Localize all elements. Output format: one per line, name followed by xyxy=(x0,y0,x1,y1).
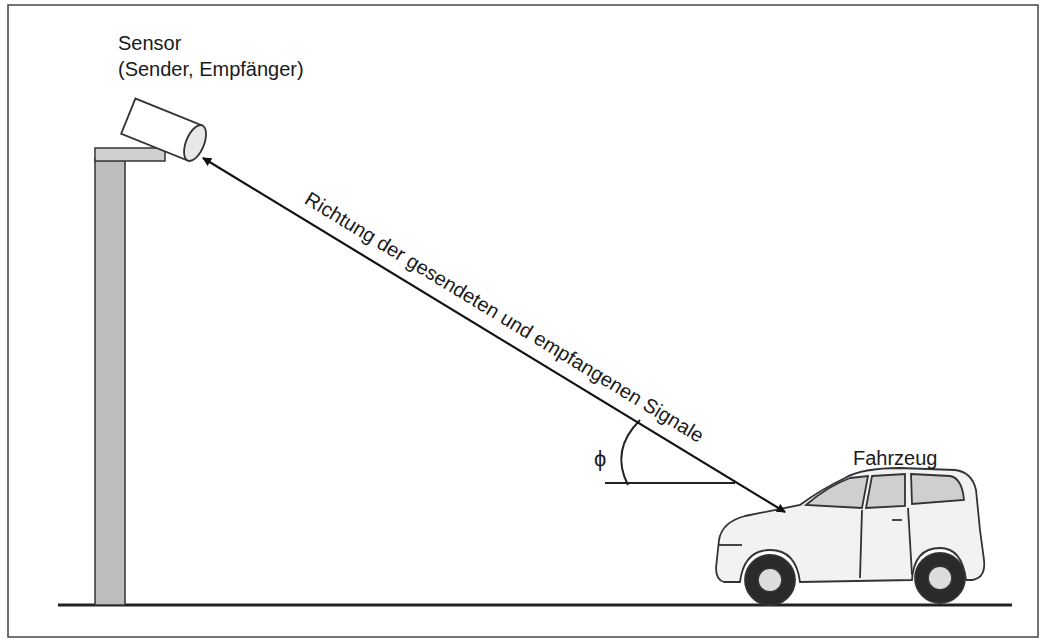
angle-label: ϕ xyxy=(594,446,606,472)
sensor-node: Sensor(Sender, Empfänger) xyxy=(108,30,306,162)
node-heading: Sensor xyxy=(118,30,306,56)
signal-arrow xyxy=(203,158,785,512)
sensor-cylinder xyxy=(121,98,210,164)
frame xyxy=(8,5,1038,637)
car-illustration xyxy=(716,468,984,605)
node-subtitle: (Sender, Empfänger) xyxy=(118,56,306,82)
pole xyxy=(95,148,165,605)
vehicle-node: Fahrzeug xyxy=(715,445,992,605)
ground-line xyxy=(58,604,1012,607)
node-heading: Fahrzeug xyxy=(853,445,992,471)
